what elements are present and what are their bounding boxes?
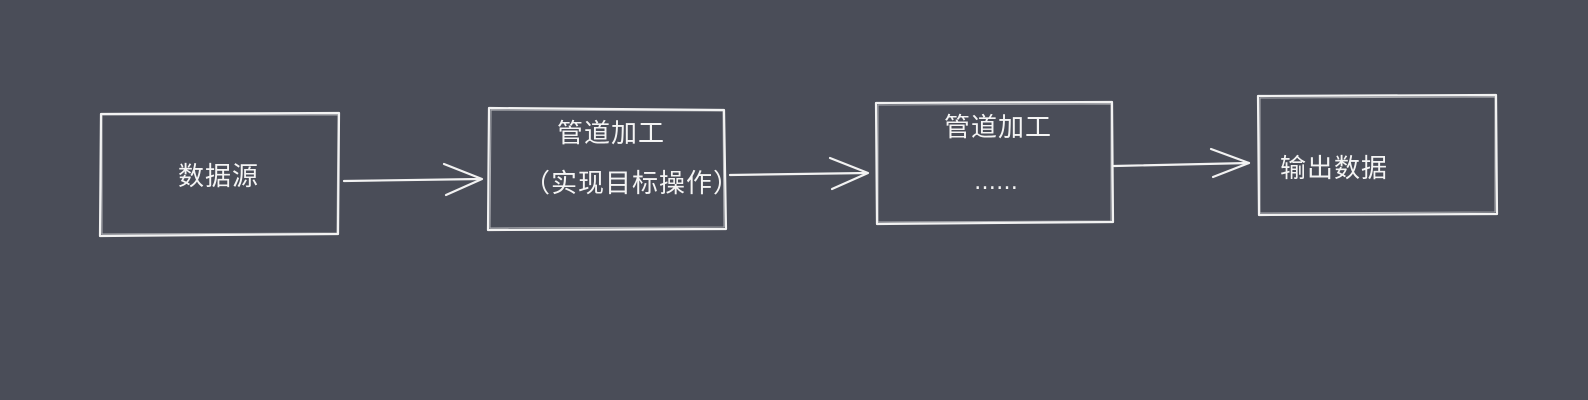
edge-source-to-pipeline-1 (342, 162, 484, 197)
node-source-box (98, 111, 341, 238)
node-pipeline-1-subtitle: （实现目标操作） (524, 169, 741, 199)
node-pipeline-2-box (874, 100, 1115, 226)
node-pipeline-2-ellipsis: …… (974, 170, 1018, 195)
edge-pipeline-2-to-output (1112, 147, 1251, 179)
edge-pipeline-1-to-pipeline-2 (728, 156, 870, 191)
node-pipeline-1-title: 管道加工 (557, 119, 666, 149)
node-output-box (1256, 93, 1499, 217)
node-pipeline-2-title: 管道加工 (944, 113, 1053, 143)
node-source-label: 数据源 (178, 162, 260, 192)
node-pipeline-1-box (486, 106, 728, 232)
node-output-label: 输出数据 (1280, 154, 1389, 184)
